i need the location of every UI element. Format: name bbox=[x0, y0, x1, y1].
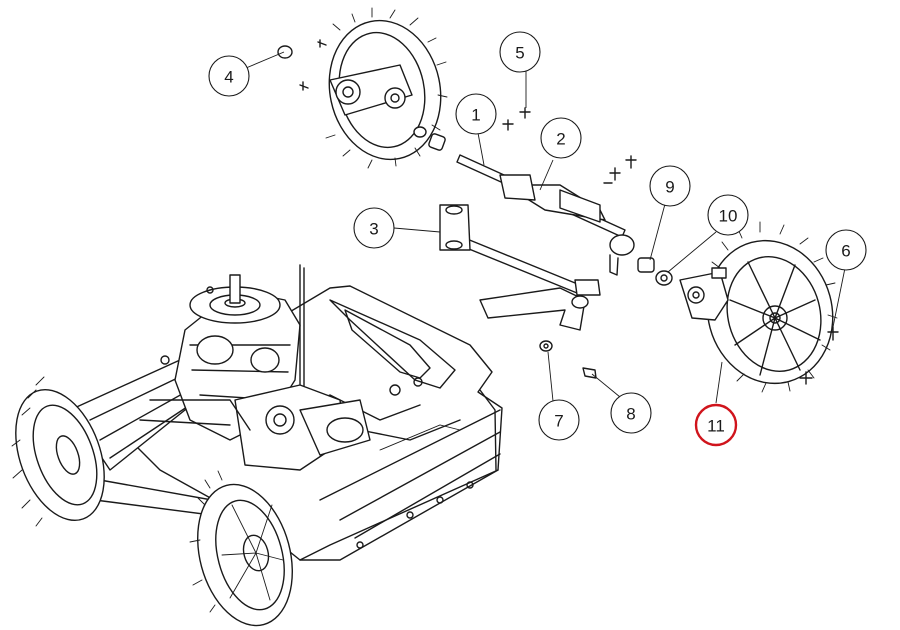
callout-9-circle bbox=[649, 165, 691, 207]
callout-6-label: 6 bbox=[841, 242, 850, 261]
callout-5[interactable]: 5 bbox=[499, 31, 541, 73]
callout-11-highlighted[interactable]: 11 bbox=[694, 403, 738, 447]
callout-2-label: 2 bbox=[556, 130, 565, 149]
callout-2[interactable]: 2 bbox=[540, 117, 582, 159]
callout-11-circle bbox=[694, 403, 738, 447]
engine-assembly bbox=[139, 264, 371, 471]
callout-9-label: 9 bbox=[665, 178, 674, 197]
top-left-drive-wheel bbox=[277, 7, 448, 169]
callout-6[interactable]: 6 bbox=[825, 229, 867, 271]
callout-1-circle bbox=[455, 93, 497, 135]
callout-3[interactable]: 3 bbox=[353, 207, 395, 249]
callout-8-label: 8 bbox=[626, 405, 635, 424]
callout-4[interactable]: 4 bbox=[208, 55, 250, 97]
callout-8-circle bbox=[610, 392, 652, 434]
callout-10-label: 10 bbox=[719, 207, 738, 226]
front-bottom-wheel bbox=[189, 470, 293, 627]
callout-7-circle bbox=[538, 399, 580, 441]
shafts bbox=[413, 107, 637, 331]
callout-4-circle bbox=[208, 55, 250, 97]
callout-4-label: 4 bbox=[224, 68, 233, 87]
callout-1[interactable]: 1 bbox=[455, 93, 497, 135]
callout-9[interactable]: 9 bbox=[649, 165, 691, 207]
callout-3-label: 3 bbox=[369, 220, 378, 239]
callout-5-label: 5 bbox=[515, 44, 524, 63]
callout-10[interactable]: 10 bbox=[707, 194, 749, 236]
callout-7[interactable]: 7 bbox=[538, 399, 580, 441]
callout-2-circle bbox=[540, 117, 582, 159]
callout-7-label: 7 bbox=[554, 412, 563, 431]
callout-11-label: 11 bbox=[707, 417, 725, 436]
callout-1-label: 1 bbox=[471, 106, 480, 125]
bushing-and-washer bbox=[637, 257, 673, 286]
callout-5-circle bbox=[499, 31, 541, 73]
callout-10-circle bbox=[707, 194, 749, 236]
callout-8[interactable]: 8 bbox=[610, 392, 652, 434]
callout-6-circle bbox=[825, 229, 867, 271]
right-drive-wheel bbox=[679, 221, 839, 393]
leader-lines bbox=[245, 51, 846, 404]
callout-3-circle bbox=[353, 207, 395, 249]
washer-and-clip bbox=[539, 340, 597, 379]
rear-left-wheel bbox=[11, 376, 105, 527]
